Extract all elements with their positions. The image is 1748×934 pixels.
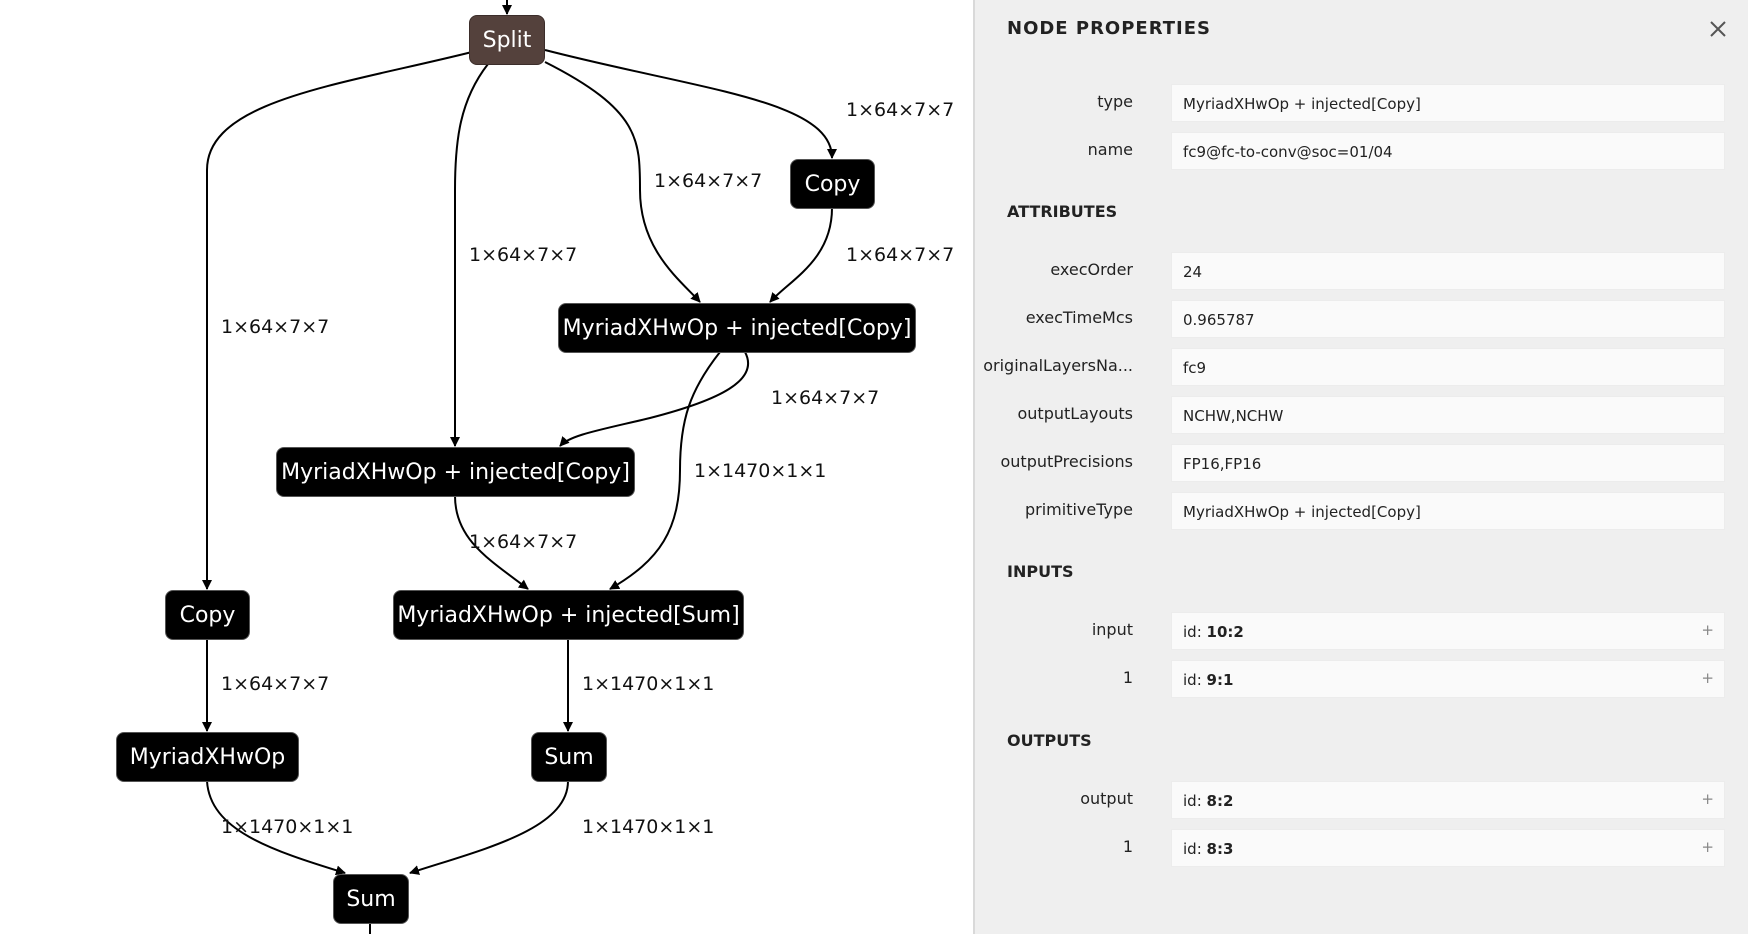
attribute-value[interactable]: MyriadXHwOp + injected[Copy] <box>1171 492 1725 530</box>
edge-label: 1×64×7×7 <box>221 673 330 695</box>
input-row: input id: 10:2 + <box>975 612 1748 652</box>
graph-canvas[interactable]: Split Copy MyriadXHwOp + injected[Copy] … <box>0 0 975 934</box>
attribute-row-primitivetype: primitiveType MyriadXHwOp + injected[Cop… <box>975 492 1748 532</box>
output-id: 8:3 <box>1206 840 1234 858</box>
attribute-label: primitiveType <box>1025 500 1133 519</box>
input-value[interactable]: id: 9:1 + <box>1171 660 1725 698</box>
edge-split-to-copy-left <box>202 51 473 590</box>
attribute-value[interactable]: FP16,FP16 <box>1171 444 1725 482</box>
attribute-value[interactable]: 0.965787 <box>1171 300 1725 338</box>
output-id-prefix: id: <box>1183 840 1207 858</box>
input-id: 9:1 <box>1206 671 1234 689</box>
edge-label: 1×64×7×7 <box>771 387 880 409</box>
property-row-name: name fc9@fc-to-conv@soc=01/04 <box>975 132 1748 172</box>
node-copy-top[interactable]: Copy <box>790 159 875 209</box>
close-button[interactable] <box>1705 16 1731 42</box>
edge-label: 1×1470×1×1 <box>582 816 715 838</box>
edge-label: 1×64×7×7 <box>846 244 955 266</box>
property-label: type <box>1097 92 1133 111</box>
edge-label: 1×64×7×7 <box>469 244 578 266</box>
output-id: 8:2 <box>1206 792 1234 810</box>
input-id-prefix: id: <box>1183 671 1207 689</box>
output-value[interactable]: id: 8:3 + <box>1171 829 1725 867</box>
expand-icon[interactable]: + <box>1701 838 1714 856</box>
node-sum-mid[interactable]: Sum <box>531 732 607 782</box>
property-value[interactable]: fc9@fc-to-conv@soc=01/04 <box>1171 132 1725 170</box>
input-label: 1 <box>1122 668 1133 687</box>
attribute-label: originalLayersNa... <box>983 356 1133 375</box>
attribute-value[interactable]: fc9 <box>1171 348 1725 386</box>
attribute-row-outputprecisions: outputPrecisions FP16,FP16 <box>975 444 1748 484</box>
output-row: 1 id: 8:3 + <box>975 829 1748 869</box>
attribute-value[interactable]: 24 <box>1171 252 1725 290</box>
output-id-prefix: id: <box>1183 792 1207 810</box>
sidebar-title: NODE PROPERTIES <box>1007 18 1211 39</box>
output-label: 1 <box>1122 837 1133 856</box>
edge-split-to-myriad-a <box>544 61 701 303</box>
node-myriad-copy-b[interactable]: MyriadXHwOp + injected[Copy] <box>276 447 635 497</box>
node-myriad-left[interactable]: MyriadXHwOp <box>116 732 299 782</box>
attribute-row-exectimemcs: execTimeMcs 0.965787 <box>975 300 1748 340</box>
input-row: 1 id: 9:1 + <box>975 660 1748 700</box>
input-id-prefix: id: <box>1183 623 1207 641</box>
output-row: output id: 8:2 + <box>975 781 1748 821</box>
edge-label: 1×64×7×7 <box>469 531 578 553</box>
edge-myriad-a-to-sum <box>609 351 721 590</box>
expand-icon[interactable]: + <box>1701 790 1714 808</box>
input-id: 10:2 <box>1206 623 1244 641</box>
edge-myriad-a-to-myriad-b <box>559 351 750 447</box>
attribute-label: execTimeMcs <box>1025 308 1133 327</box>
property-value[interactable]: MyriadXHwOp + injected[Copy] <box>1171 84 1725 122</box>
attribute-row-originallayersnames: originalLayersNa... fc9 <box>975 348 1748 388</box>
graph-edges <box>202 0 837 934</box>
properties-sidebar: NODE PROPERTIES type MyriadXHwOp + injec… <box>973 0 1748 934</box>
attribute-label: execOrder <box>1050 260 1133 279</box>
input-label: input <box>1091 620 1133 639</box>
edge-myriad-left-to-sum-bottom <box>206 780 346 876</box>
attribute-row-outputlayouts: outputLayouts NCHW,NCHW <box>975 396 1748 436</box>
attribute-row-execorder: execOrder 24 <box>975 252 1748 292</box>
inputs-title: INPUTS <box>1007 562 1074 581</box>
node-myriad-copy-a[interactable]: MyriadXHwOp + injected[Copy] <box>558 303 916 353</box>
edge-label: 1×64×7×7 <box>846 99 955 121</box>
edge-sum-mid-to-sum-bottom <box>409 780 569 875</box>
edge-label: 1×1470×1×1 <box>694 460 827 482</box>
attribute-label: outputLayouts <box>1017 404 1134 423</box>
edge-label: 1×64×7×7 <box>221 316 330 338</box>
expand-icon[interactable]: + <box>1701 669 1714 687</box>
node-copy-left[interactable]: Copy <box>165 590 250 640</box>
attributes-title: ATTRIBUTES <box>1007 202 1118 221</box>
property-label: name <box>1087 140 1133 159</box>
edge-copy-top-to-myriad-a <box>769 207 833 303</box>
attribute-label: outputPrecisions <box>1000 452 1134 471</box>
edge-split-to-myriad-b <box>450 63 489 447</box>
node-split[interactable]: Split <box>469 15 545 65</box>
input-value[interactable]: id: 10:2 + <box>1171 612 1725 650</box>
edge-label: 1×1470×1×1 <box>221 816 354 838</box>
attribute-value[interactable]: NCHW,NCHW <box>1171 396 1725 434</box>
output-value[interactable]: id: 8:2 + <box>1171 781 1725 819</box>
outputs-title: OUTPUTS <box>1007 731 1092 750</box>
edge-label: 1×64×7×7 <box>654 170 763 192</box>
node-sum-bottom[interactable]: Sum <box>333 874 409 924</box>
close-icon <box>1710 21 1726 37</box>
node-myriad-sum[interactable]: MyriadXHwOp + injected[Sum] <box>393 590 744 640</box>
edge-split-to-copy-top <box>544 49 837 159</box>
output-label: output <box>1080 789 1133 808</box>
property-row-type: type MyriadXHwOp + injected[Copy] <box>975 84 1748 124</box>
expand-icon[interactable]: + <box>1701 621 1714 639</box>
edge-myriad-b-to-sum <box>454 495 529 590</box>
edge-label: 1×1470×1×1 <box>582 673 715 695</box>
